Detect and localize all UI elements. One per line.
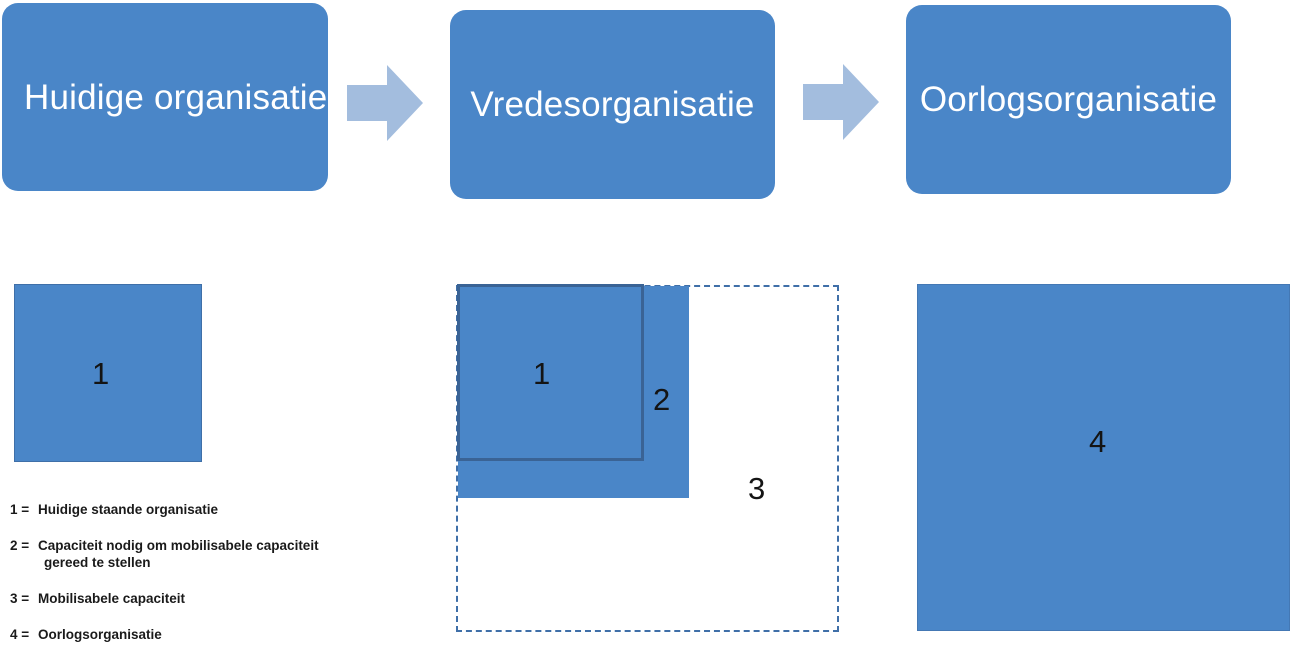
legend-item: 4 = Oorlogsorganisatie (10, 627, 430, 644)
legend-item-line: Capaciteit nodig om mobilisabele capacit… (38, 537, 319, 553)
legend-item-line: Mobilisabele capaciteit (38, 590, 186, 606)
capacity-block-current-standing-organisation (457, 284, 644, 461)
legend-item-line-continuation: gereed te stellen (44, 554, 151, 570)
arrow-right-icon (347, 63, 423, 143)
legend-item: 3 = Mobilisabele capaciteit (10, 591, 430, 608)
capacity-block-marker: 3 (748, 471, 766, 506)
legend: 1 = Huidige staande organisatie 2 = Capa… (10, 502, 430, 662)
capacity-block-current-organisation (14, 284, 202, 462)
legend-item-line: Oorlogsorganisatie (38, 626, 162, 642)
legend-item-key: 3 = (10, 590, 30, 606)
process-step-huidige-organisatie[interactable]: Huidige organisatie (2, 3, 328, 191)
process-step-oorlogsorganisatie[interactable]: Oorlogsorganisatie (906, 5, 1231, 194)
legend-item: 2 = Capaciteit nodig om mobilisabele cap… (10, 538, 430, 572)
capacity-block-war-organisation (917, 284, 1290, 631)
process-step-label: Vredesorganisatie (470, 85, 755, 125)
arrow-right-icon (803, 62, 879, 142)
legend-item-text: Oorlogsorganisatie (38, 627, 430, 644)
legend-item-key: 1 = (10, 502, 30, 517)
capacity-block-marker: 1 (533, 356, 551, 391)
legend-item-line: Huidige staande organisatie (38, 502, 219, 517)
legend-item: 1 = Huidige staande organisatie (10, 502, 430, 519)
legend-item-key: 4 = (10, 626, 30, 642)
process-step-vredesorganisatie[interactable]: Vredesorganisatie (450, 10, 775, 199)
process-step-label: Oorlogsorganisatie (919, 80, 1218, 120)
legend-item-text: Capaciteit nodig om mobilisabele capacit… (38, 538, 430, 572)
legend-item-key: 2 = (10, 537, 30, 553)
process-step-label: Huidige organisatie (24, 77, 328, 117)
capacity-block-marker: 2 (653, 382, 671, 417)
legend-item-text: Huidige staande organisatie (38, 502, 430, 519)
capacity-block-marker: 4 (1089, 424, 1107, 459)
legend-item-text: Mobilisabele capaciteit (38, 591, 430, 608)
capacity-block-marker: 1 (92, 356, 110, 391)
